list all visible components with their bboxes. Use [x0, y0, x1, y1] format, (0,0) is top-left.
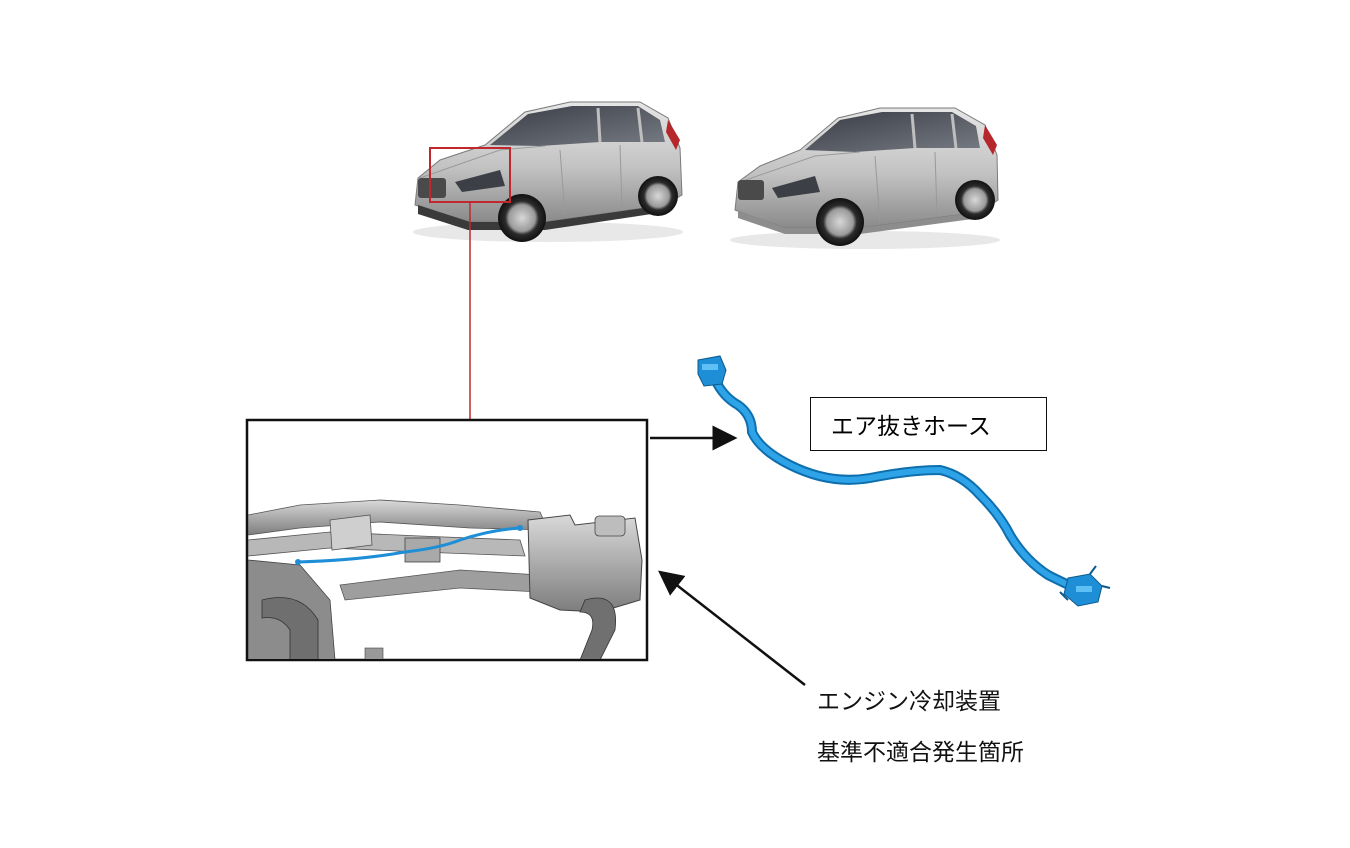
inset-engine-bay — [247, 420, 647, 660]
defect-label-line1: エンジン冷却装置 — [817, 682, 1001, 716]
hose-label-text: エア抜きホース — [831, 407, 991, 441]
car-left-illustration — [413, 102, 683, 242]
defect-label-line2: 基準不適合発生箇所 — [817, 733, 1024, 767]
car-right-illustration — [730, 108, 1000, 249]
hose-part-illustration — [698, 356, 1110, 606]
hose-label: エア抜きホース — [810, 397, 1047, 451]
arrow-to-inset — [660, 572, 805, 685]
